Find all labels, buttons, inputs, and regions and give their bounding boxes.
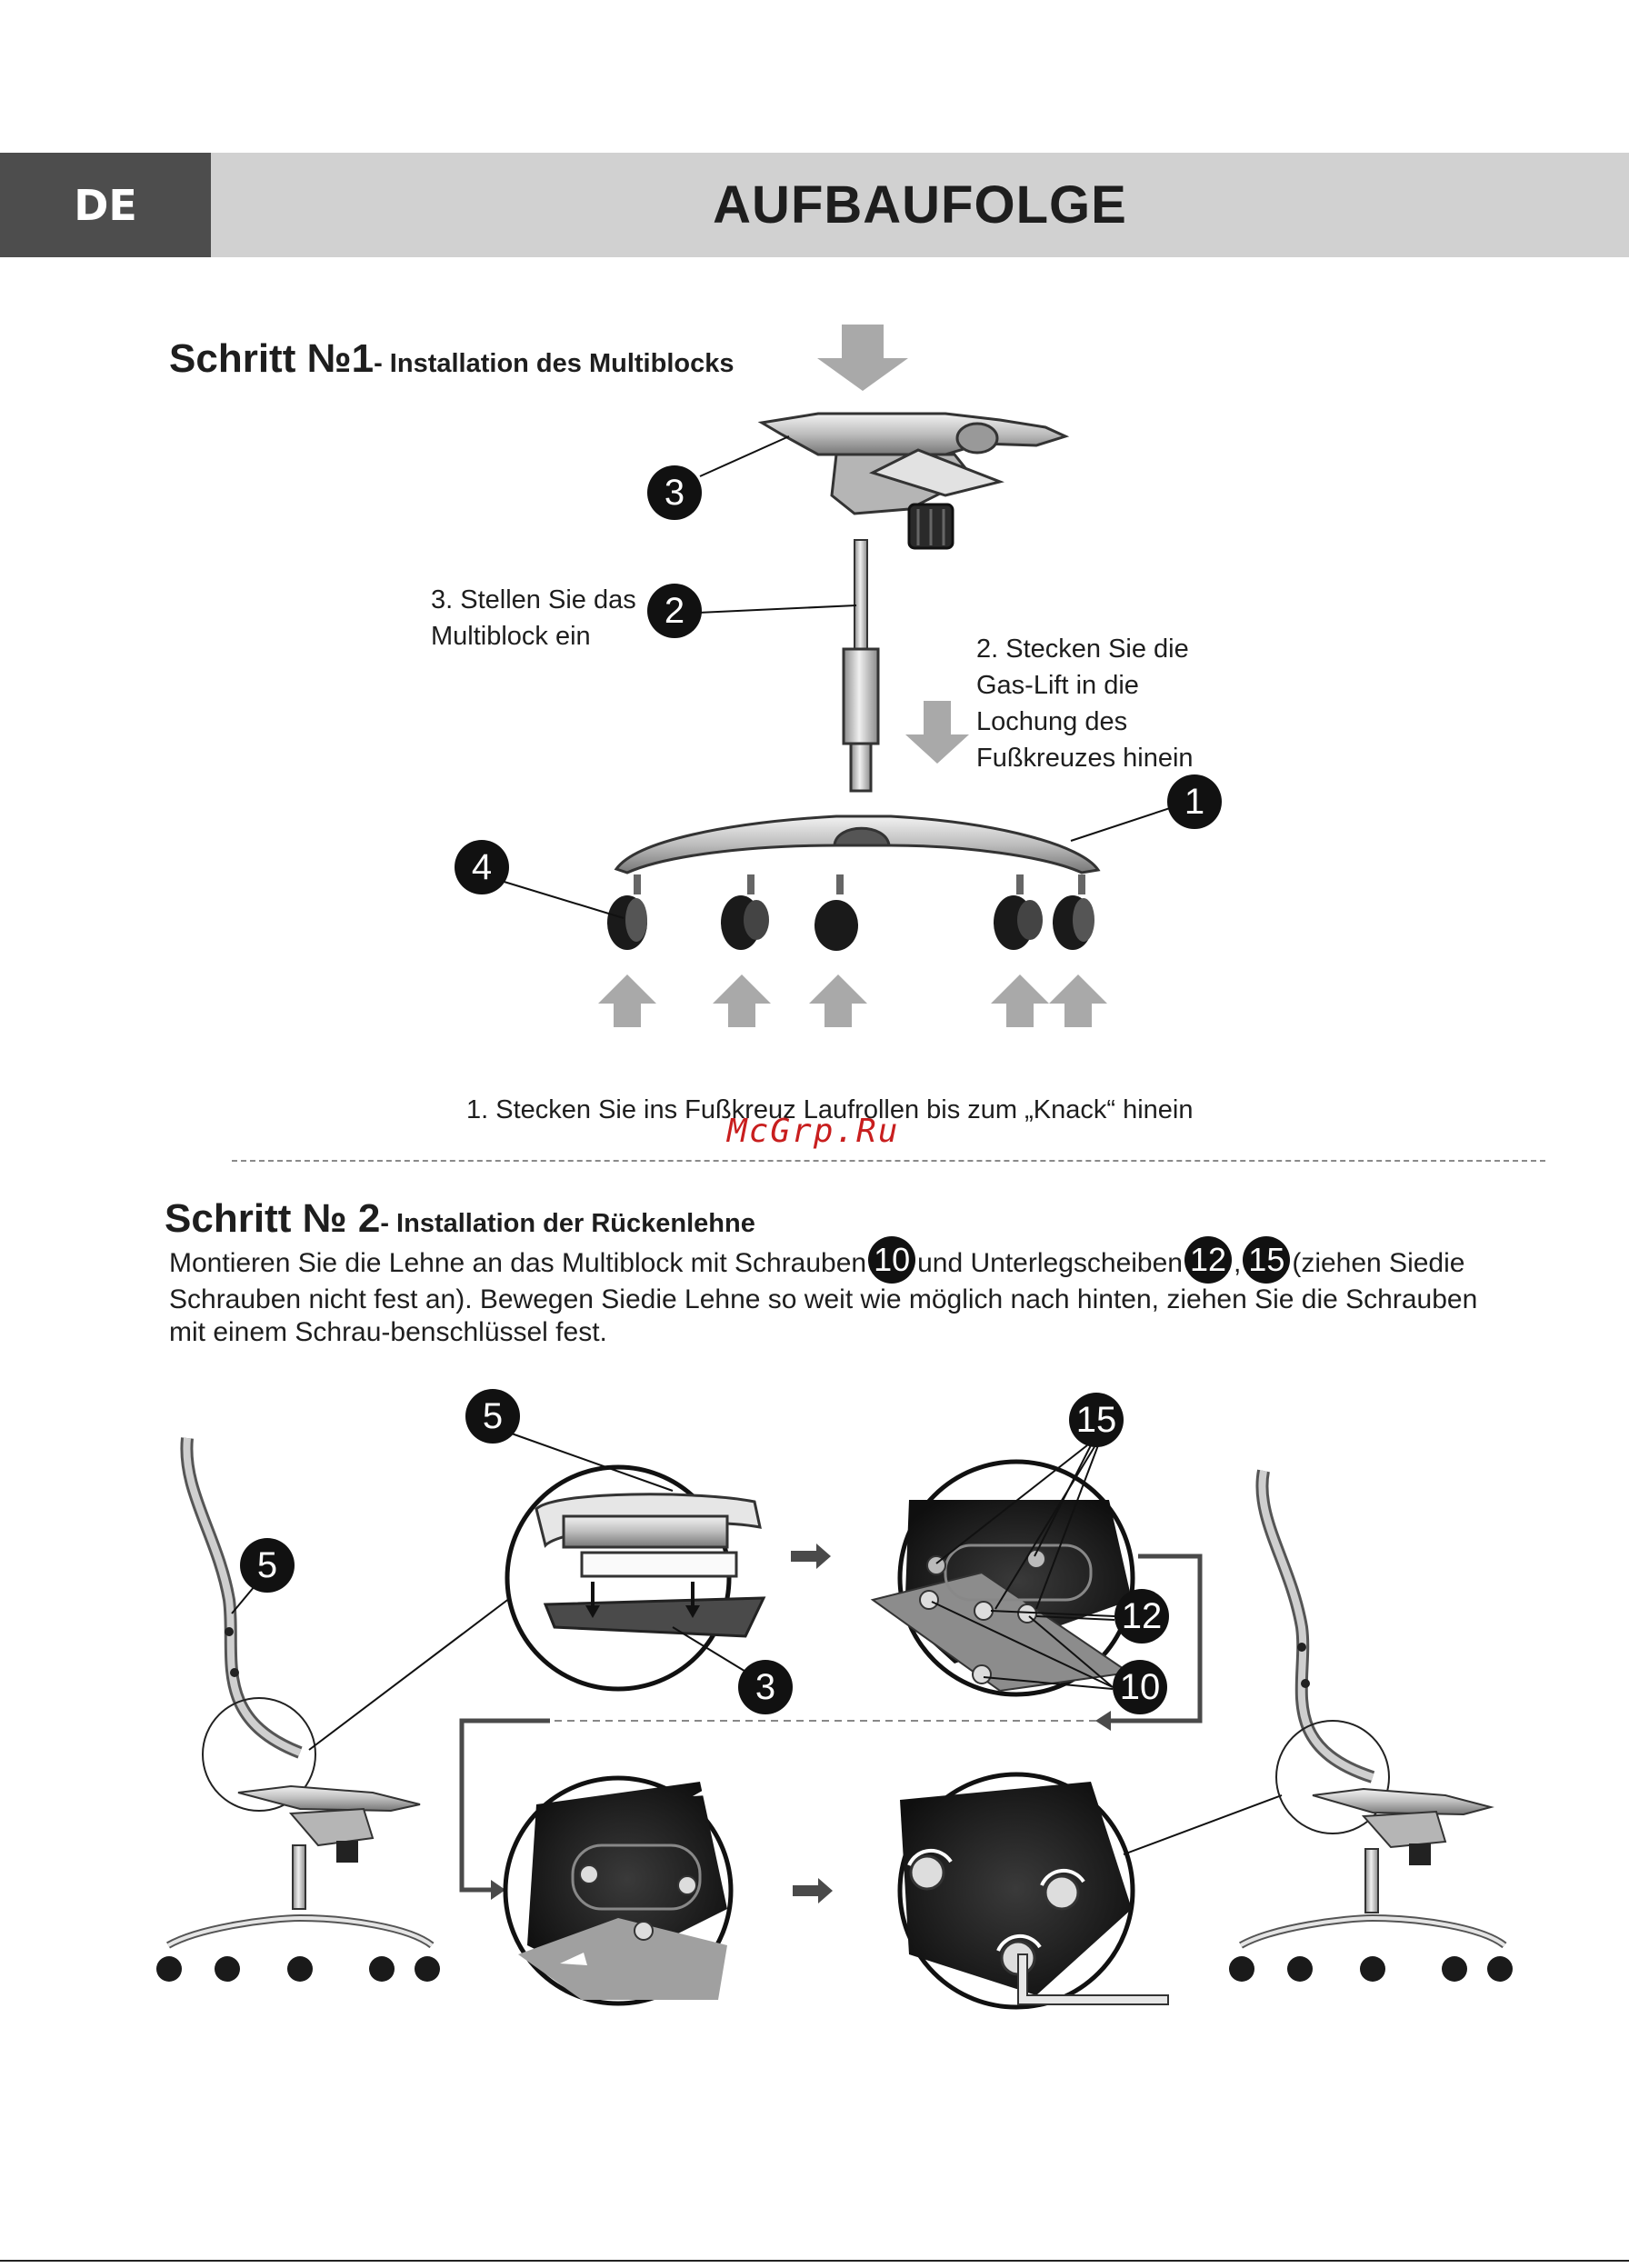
step2-text-d: (ziehen Siedie <box>1292 1247 1465 1278</box>
step1-label-2-line3: Lochung des <box>976 707 1128 736</box>
step1-label-2-line2: Gas-Lift in die <box>976 671 1139 700</box>
up-arrow-icon <box>713 974 771 1027</box>
right-arrow-icon <box>793 1878 833 1903</box>
svg-text:1: 1 <box>1184 782 1204 822</box>
down-arrow-icon <box>905 701 969 764</box>
star-base-part <box>614 814 1101 874</box>
callout-4: 4 <box>455 840 509 894</box>
step2-line1: Montieren Sie die Lehne an das Multibloc… <box>169 1236 1533 1284</box>
part-number-10: 10 <box>868 1236 916 1284</box>
step2-text-a: Montieren Sie die Lehne an das Multibloc… <box>169 1247 867 1278</box>
step2-instructions: Montieren Sie die Lehne an das Multibloc… <box>169 1236 1533 1349</box>
section-divider <box>232 1160 1545 1162</box>
step1-heading: Schritt №1- Installation des Multiblocks <box>169 336 734 382</box>
svg-text:15: 15 <box>1076 1400 1117 1440</box>
up-arrows <box>598 974 1107 1027</box>
footer-rule <box>0 2260 1629 2262</box>
up-arrow-icon <box>809 974 867 1027</box>
flow-connector <box>459 1718 550 1893</box>
svg-text:4: 4 <box>472 847 492 887</box>
step2-subtitle: - Installation der Rückenlehne <box>380 1209 755 1238</box>
chair-right-illustration <box>1229 1469 1513 1982</box>
step1-label-3-line1: 3. Stellen Sie das <box>431 585 636 614</box>
svg-text:5: 5 <box>483 1396 503 1436</box>
flow-connector <box>1100 1554 1203 1723</box>
step2-line2: Schrauben nicht fest an). Bewegen Siedie… <box>169 1284 1478 1314</box>
chair-left-illustration <box>156 1437 440 1982</box>
up-arrow-icon <box>598 974 656 1027</box>
multiblock-part <box>757 412 1070 550</box>
step1-label-2-line4: Fußkreuzes hinein <box>976 744 1194 773</box>
callout-5-detail: 5 <box>465 1389 520 1444</box>
svg-text:10: 10 <box>1120 1667 1161 1707</box>
svg-text:3: 3 <box>665 473 685 513</box>
step1-label-2: 2. Stecken Sie die Gas-Lift in die Lochu… <box>976 631 1194 776</box>
casters-part <box>607 874 1094 951</box>
page-title: AUFBAUFOLGE <box>713 175 1127 235</box>
down-arrow-icon <box>817 325 908 391</box>
callout-1: 1 <box>1167 774 1222 829</box>
detail-circle-slide-back <box>503 1775 734 2006</box>
detail-circle-tighten <box>897 1772 1169 2010</box>
left-arrow-icon <box>1095 1711 1111 1731</box>
callout-10: 10 <box>1113 1660 1167 1714</box>
callout-3-detail: 3 <box>738 1660 793 1714</box>
page-header: DE AUFBAUFOLGE <box>0 153 1629 257</box>
watermark: McGrp.Ru <box>727 1113 900 1150</box>
part-number-12: 12 <box>1184 1236 1232 1284</box>
callout-3: 3 <box>647 465 702 520</box>
step1-subtitle: - Installation des Multiblocks <box>374 349 735 378</box>
step1-label-2-line1: 2. Stecken Sie die <box>976 634 1189 664</box>
step2-title: Schritt № 2 <box>165 1196 381 1241</box>
step1-label-3: 3. Stellen Sie das Multiblock ein <box>431 582 636 654</box>
up-arrow-icon <box>991 974 1049 1027</box>
step1-label-1: 1. Stecken Sie ins Fußkreuz Laufrollen b… <box>466 1095 1194 1124</box>
svg-text:5: 5 <box>257 1545 277 1585</box>
callout-12: 12 <box>1114 1589 1169 1644</box>
svg-text:3: 3 <box>755 1667 775 1707</box>
right-arrow-icon <box>491 1880 505 1900</box>
step2-text-c: , <box>1233 1247 1242 1278</box>
detail-circle-backrest-mount <box>505 1464 766 1692</box>
callout-5-left: 5 <box>240 1538 295 1593</box>
svg-text:2: 2 <box>665 591 685 631</box>
callout-2: 2 <box>647 584 702 638</box>
hex-key-icon <box>1017 1953 1169 2005</box>
step2-line3: mit einem Schrau-benschlüssel fest. <box>169 1317 607 1347</box>
step2-heading: Schritt № 2- Installation der Rückenlehn… <box>165 1196 755 1242</box>
part-number-15: 15 <box>1243 1236 1291 1284</box>
callout-15: 15 <box>1069 1393 1124 1447</box>
up-arrow-icon <box>1049 974 1107 1027</box>
svg-text:12: 12 <box>1122 1596 1163 1636</box>
step1-label-3-line2: Multiblock ein <box>431 622 591 651</box>
detail-circle-screws-washers <box>870 1459 1135 1697</box>
step1-title: Schritt №1 <box>169 336 375 381</box>
language-tag: DE <box>0 153 211 257</box>
right-arrow-icon <box>791 1544 831 1569</box>
gas-lift-part <box>842 539 880 793</box>
arrow-icon <box>560 1953 587 1965</box>
step2-text-b: und Unterlegscheiben <box>917 1247 1183 1278</box>
